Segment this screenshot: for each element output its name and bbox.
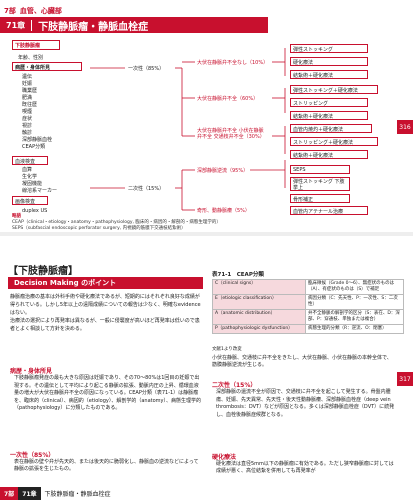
footer-part: 7部 (0, 486, 19, 500)
treatment-box: ストリッピング (290, 98, 368, 107)
treatment-box: 血管内アテナール治療 (290, 206, 368, 215)
branch-gsv-insufficiency: 大伏在静脈弁不全（60%） (197, 96, 259, 102)
treatment-box: 結紮術＋硬化療法 (290, 111, 368, 120)
chapter-header: 71章 下肢静脈瘤・静脈血栓症 (0, 17, 268, 33)
part-number: 7部 (0, 6, 20, 16)
chapter-number: 71章 (0, 19, 33, 31)
subsection-history-title: 病歴・身体所見 (10, 368, 53, 375)
subsection-history-body: 下肢静脈瘤発症の最も大きな原因は妊娠であり、その70〜80%は1回目の妊娠で出現… (14, 375, 202, 411)
secondary-label: 二次性（15%） (128, 186, 165, 192)
subsection-primary-title: 一次性（85%） (10, 452, 55, 459)
table-source: 文献1より改変 (212, 347, 242, 352)
subsection-sclerotherapy-title: 硬化療法 (212, 454, 237, 461)
chapter-title: 下肢静脈瘤・静脈血栓症 (38, 21, 149, 33)
left-item-age: 年齢、性別 (18, 55, 44, 61)
imaging-box: 画像検査 (12, 196, 48, 205)
table-row: E（etiologic classification）病因分類（C：先天性、P：… (212, 294, 404, 310)
branch-no-gsv-insufficiency: 大伏在静脈弁不全なし（10%） (197, 60, 269, 66)
table-row: A（anatomic distribution）弁不全静脈の解剖学的区分（S：表… (212, 309, 404, 325)
decision-making-banner: Decision Making のポイント (8, 277, 203, 289)
blood-test-box: 血液検査 (12, 156, 48, 165)
abbreviation-notes: 略語 CEAP（clinical・etiology・anatomy・pathop… (12, 214, 221, 231)
page-tab-317: 317 (397, 372, 413, 386)
point-2: 治療法の選択により再発率は異なるが、一般に侵襲度が高いほど再発率は低いので患者と… (10, 318, 200, 332)
part-name: 血管、心臓部 (19, 7, 62, 15)
table-row: P（pathophysiologic dysfunction）病態生理的分類（R… (212, 324, 404, 334)
footer-title: 下肢静脈瘤・静脈血栓症 (44, 490, 111, 498)
treatment-box: 弾性ストッキング＋硬化療法 (290, 85, 378, 94)
point-1: 静脈瘤治療の基本は外科手術や硬化療法であるが、短期的にはそれぞれ良好な成績が得ら… (10, 294, 201, 316)
treatment-box: 結紮術＋硬化療法 (290, 150, 368, 159)
treatment-box: ストリッピング＋硬化療法 (290, 137, 378, 146)
section-title: 【下肢静脈瘤】 (8, 266, 78, 277)
ceap-table: C（clinical signs）臨床徴候（Grade 0〜6）、無症状のものは… (212, 279, 404, 334)
imaging-item: duplex US (22, 208, 48, 214)
branch-malformation: 奇形、動静脈瘻（5%） (197, 208, 250, 214)
subsection-secondary-body: 深部静脈の還流不全が原因で、交通枝に弁不全を起こして発生する。骨盤内腫瘍、妊娠、… (216, 389, 395, 418)
treatment-box: 骨形補正 (290, 194, 350, 203)
flowchart-connectors (90, 48, 286, 211)
decision-points: 静脈瘤治療の基本は外科手術や硬化療法であるが、短期的にはそれぞれ良好な成績が得ら… (10, 293, 202, 333)
branch-combined-insufficiency: 大伏在静脈弁不全 小伏在静脈弁不全 交通枝弁不全（30%） (197, 128, 265, 140)
page-divider (0, 232, 413, 236)
primary-label: 一次性（85%） (128, 66, 165, 72)
part-header: 7部 血管、心臓部 (0, 4, 62, 18)
left-item-list: 遺伝 妊娠 職業歴 肥満 既往歴 喫煙 症状 視診 触診 深部静脈血栓 CEAP… (22, 74, 53, 150)
subsection-secondary-title: 二次性（15%） (212, 382, 257, 389)
right-body-text: 小伏在静脈、交通枝に弁不全をきたし、大伏在静脈、小伏在静脈の本幹全体で、筋膜静脈… (212, 355, 392, 368)
blood-test-items: 血算 生化学 凝固機能 線溶系マーカー (22, 167, 58, 194)
subsection-sclerotherapy-body: 硬化療法は直径5mm以下の静脈瘤に有効である。ただし狭窄静脈瘤に対しては成績が悪… (216, 461, 394, 474)
decision-flowchart: 下肢静脈瘤 年齢、性別 病歴・身体所見 遺伝 妊娠 職業歴 肥満 既往歴 喫煙 … (10, 38, 395, 228)
footer-chapter: 71章 (18, 486, 41, 500)
treatment-box: 硬化療法 (290, 57, 368, 66)
table-title: 表71-1 CEAP分類 (212, 272, 264, 278)
history-box: 病歴・身体所見 (12, 62, 82, 71)
treatment-box: 弾性ストッキング 下肢挙上 (290, 177, 350, 191)
page-tab-316: 316 (397, 120, 413, 134)
treatment-box: 結紮術＋硬化療法 (290, 70, 368, 79)
treatment-box: 弾性ストッキング (290, 44, 368, 53)
branch-deep-reflux: 深部静脈逆流（95%） (197, 168, 249, 174)
treatment-box: SEPS (290, 165, 350, 174)
table-row: C（clinical signs）臨床徴候（Grade 0〜6）、無症状のものは… (212, 279, 404, 295)
subsection-primary-body: 表在静脈の壁や弁が先天的、または後天的に脆弱化し、静脈血の逆流などによって静脈の… (14, 459, 199, 472)
treatment-box: 血管内焼灼＋硬化療法 (290, 124, 372, 133)
page-footer: 7部 71章 下肢静脈瘤・静脈血栓症 (0, 486, 111, 500)
root-box: 下肢静脈瘤 (12, 40, 60, 50)
